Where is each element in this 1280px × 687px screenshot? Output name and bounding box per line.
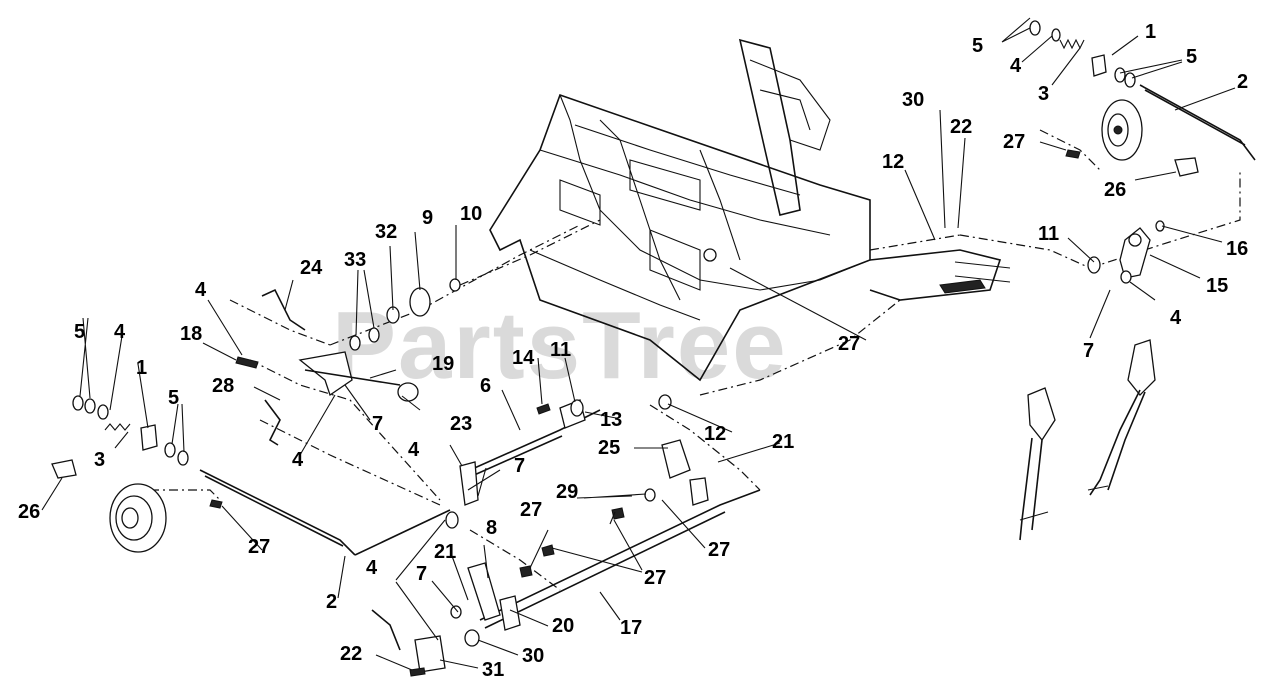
callout-6: 6 <box>480 375 491 397</box>
callout-3: 3 <box>1038 83 1049 105</box>
callout-33: 33 <box>344 249 366 271</box>
left-pulley-assembly <box>51 395 451 556</box>
callout-11: 11 <box>550 339 571 361</box>
callout-5: 5 <box>168 387 179 409</box>
callout-29: 29 <box>556 481 578 503</box>
callout-24: 24 <box>300 257 323 279</box>
callout-4: 4 <box>114 321 126 343</box>
callout-2: 2 <box>1237 71 1248 93</box>
assembly-lines <box>150 129 1241 591</box>
callout-13: 13 <box>600 409 622 431</box>
callout-27: 27 <box>520 499 542 521</box>
callout-10: 10 <box>460 203 482 225</box>
callout-7: 7 <box>372 413 383 435</box>
callout-25: 25 <box>598 437 620 459</box>
callout-19: 19 <box>432 353 454 375</box>
callout-17: 17 <box>620 617 642 639</box>
callout-23: 23 <box>450 413 472 435</box>
callout-4: 4 <box>1010 55 1022 77</box>
callout-14: 14 <box>512 347 535 369</box>
callout-4: 4 <box>366 557 378 579</box>
callout-28: 28 <box>212 375 234 397</box>
callout-27: 27 <box>248 536 270 558</box>
callout-7: 7 <box>1083 340 1094 362</box>
callout-5: 5 <box>1186 46 1197 68</box>
callout-16: 16 <box>1226 238 1248 260</box>
callout-27: 27 <box>644 567 666 589</box>
callout-8: 8 <box>486 517 497 539</box>
callout-21: 21 <box>772 431 794 453</box>
callout-3: 3 <box>94 449 105 471</box>
callout-labels: 1 5 4 3 5 2 30 22 27 12 26 11 16 15 4 7 … <box>18 21 1248 681</box>
callout-2: 2 <box>326 591 337 613</box>
callout-1: 1 <box>136 357 147 379</box>
callout-30: 30 <box>902 89 924 111</box>
callout-4: 4 <box>195 279 207 301</box>
callout-7: 7 <box>514 455 525 477</box>
callout-31: 31 <box>482 659 504 681</box>
leader-lines <box>41 17 1236 671</box>
callout-20: 20 <box>552 615 574 637</box>
callout-26: 26 <box>1104 179 1126 201</box>
callout-21: 21 <box>434 541 456 563</box>
center-linkage <box>235 248 761 677</box>
callout-27: 27 <box>708 539 730 561</box>
callout-4: 4 <box>408 439 420 461</box>
callout-1: 1 <box>1145 21 1156 43</box>
right-pedal-assembly <box>1019 20 1256 541</box>
callout-30: 30 <box>522 645 544 667</box>
callout-18: 18 <box>180 323 202 345</box>
callout-4: 4 <box>292 449 304 471</box>
callout-5: 5 <box>74 321 85 343</box>
callout-5: 5 <box>972 35 983 57</box>
callout-7: 7 <box>416 563 427 585</box>
callout-22: 22 <box>340 643 362 665</box>
callout-12: 12 <box>704 423 726 445</box>
callout-9: 9 <box>422 207 433 229</box>
callout-27: 27 <box>838 333 860 355</box>
callout-15: 15 <box>1206 275 1228 297</box>
callout-4: 4 <box>1170 307 1182 329</box>
callout-26: 26 <box>18 501 40 523</box>
watermark-text: PartsTree <box>332 292 788 399</box>
callout-32: 32 <box>375 221 397 243</box>
callout-27: 27 <box>1003 131 1025 153</box>
callout-12: 12 <box>882 151 904 173</box>
callout-22: 22 <box>950 116 972 138</box>
callout-11: 11 <box>1038 223 1059 245</box>
tractor-frame <box>489 38 1011 382</box>
